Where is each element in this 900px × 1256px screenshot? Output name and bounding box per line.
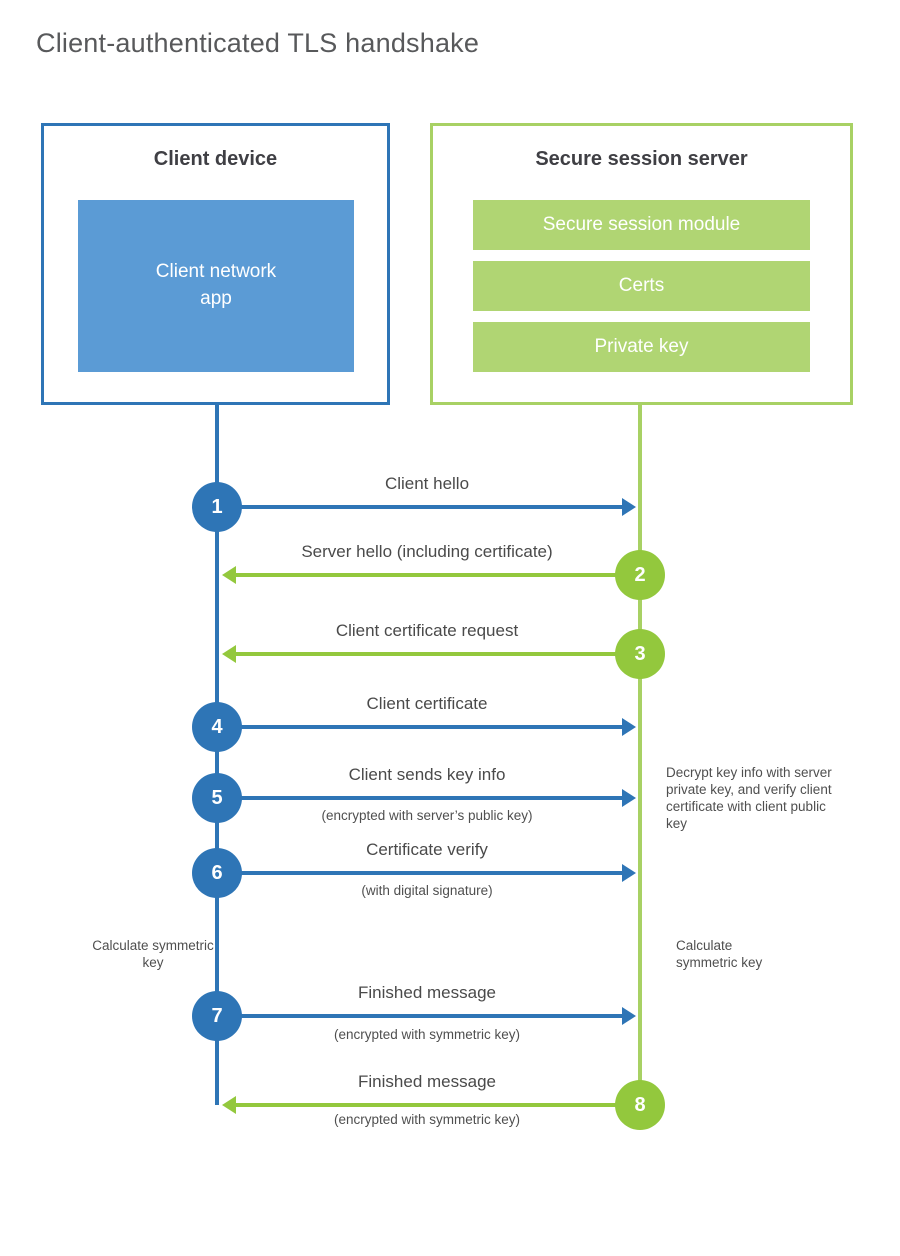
step-circle: 7 (192, 991, 242, 1041)
step-circle: 3 (615, 629, 665, 679)
arrow-right-icon (217, 789, 636, 807)
decrypt-note: Decrypt key info with server private key… (666, 765, 832, 831)
message-label: Client sends key info (348, 765, 506, 784)
server-lifeline (638, 404, 642, 1105)
client-device-title: Client device (153, 148, 278, 170)
client-network-app-box: Client network app (78, 200, 354, 372)
step-circle: 4 (192, 702, 242, 752)
server-box: Secure session server Secure session mod… (430, 123, 853, 405)
server-title: Secure session server (535, 148, 748, 170)
step-circle: 6 (192, 848, 242, 898)
calc-symmetric-key-note-server: Calculate symmetric key (676, 938, 763, 970)
calc-symmetric-key-note-client: Calculate symmetric key (92, 938, 214, 970)
client-lifeline (215, 404, 219, 1105)
message-sublabel: (encrypted with symmetric key) (333, 1112, 521, 1127)
server-module-secure-session: Secure session module (473, 200, 810, 250)
message-label: Client hello (384, 474, 470, 493)
message-label: Finished message (358, 983, 496, 1002)
server-module-private-key: Private key (473, 322, 810, 372)
arrow-right-icon (217, 498, 636, 516)
client-device-box: Client device Client network app (41, 123, 390, 405)
step-circle: 8 (615, 1080, 665, 1130)
message-sublabel: (with digital signature) (361, 883, 493, 898)
step-circle: 2 (615, 550, 665, 600)
message-label: Server hello (including certificate) (301, 542, 553, 561)
arrow-left-icon (222, 645, 640, 663)
page-title: Client-authenticated TLS handshake (36, 28, 480, 58)
message-label: Certificate verify (366, 840, 488, 859)
message-label: Client certificate (366, 694, 488, 713)
message-sublabel: (encrypted with symmetric key) (333, 1027, 521, 1042)
message-label: Finished message (358, 1072, 496, 1091)
arrow-right-icon (217, 864, 636, 882)
message-label: Client certificate request (335, 621, 519, 640)
arrow-left-icon (222, 566, 640, 584)
step-circle: 1 (192, 482, 242, 532)
arrow-right-icon (217, 1007, 636, 1025)
message-sublabel: (encrypted with server’s public key) (321, 808, 533, 823)
step-circle: 5 (192, 773, 242, 823)
arrow-right-icon (217, 718, 636, 736)
server-module-certs: Certs (473, 261, 810, 311)
arrow-left-icon (222, 1096, 640, 1114)
